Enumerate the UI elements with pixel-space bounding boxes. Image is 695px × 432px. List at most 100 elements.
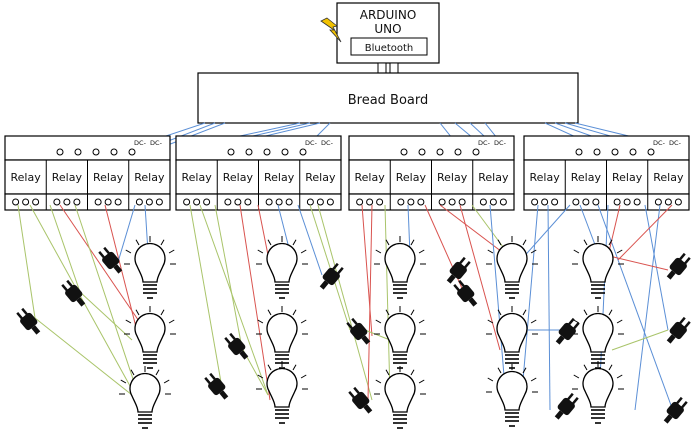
plug-prong [331,262,339,271]
load-wire [489,204,506,389]
terminal-circle [245,148,253,156]
plug-cord [468,297,478,307]
relay-terminal [155,198,163,206]
plug-prong [224,337,232,345]
plug-prong [675,396,683,405]
bulb-ray [385,369,390,376]
terminal-circle [299,148,307,156]
load-wire [617,204,673,261]
relay-terminal [73,198,81,206]
relay-terminal [32,198,40,206]
plug-prong [204,377,212,385]
plug-prong [453,284,461,292]
relay-terminal [407,198,415,206]
relay-terminal [592,198,600,206]
bulb-glass [582,242,614,283]
load-wire [521,204,539,393]
bulb-ray [300,319,307,324]
terminal-circle [472,148,480,156]
plug-prong [16,312,24,320]
bulb-ray [608,364,613,371]
power-plug-icon [453,279,478,307]
relay-terminal [275,198,283,206]
load-wire [189,204,223,389]
bulb-ray [160,239,165,246]
light-bulb-icon [256,236,308,299]
relay-terminal [489,198,497,206]
load-wire [49,204,81,293]
terminal-circle [629,148,637,156]
power-plug-icon [98,246,123,274]
relay-terminal [582,198,590,206]
plug-body [558,322,576,341]
plug-prong [572,322,580,330]
bulb-ray [608,239,613,246]
bulb-ray [583,239,588,246]
bread-board-label: Bread Board [348,93,429,108]
relay-label: Relay [305,171,336,184]
relay-terminal [234,198,242,206]
bulb-ray [155,369,160,376]
power-plugs [16,246,691,424]
relay-terminal [285,198,293,206]
load-wire [117,204,136,263]
plug-body [102,251,120,270]
terminal-circle [400,148,408,156]
bulb-ray [487,319,494,324]
plug-prong [463,261,471,269]
load-wire [459,204,501,351]
power-plug-icon [346,317,371,345]
bulb-glass [266,242,298,283]
load-wire [34,317,133,396]
plug-prong [66,279,74,288]
bulb-ray [418,319,425,324]
plug-prong [21,307,29,316]
bulb-ray [135,309,140,316]
bulb-ray [267,309,272,316]
bulb-ray [487,377,494,382]
terminal-circle [575,148,583,156]
arduino-pin [377,62,387,74]
plug-cord [666,334,676,344]
relay-terminal [397,198,405,206]
plug-cord [319,280,329,290]
bulb-ray [616,319,623,324]
relay-label: Relay [653,171,684,184]
bulb-glass [266,312,298,353]
relay-terminal [53,198,61,206]
bulb-ray [160,309,165,316]
terminal-circle [74,148,82,156]
relay-label: Relay [478,171,509,184]
relay-label: Relay [530,171,561,184]
plug-cord [239,350,249,360]
load-wire [604,254,669,271]
bulb-glass [496,370,528,411]
plug-body [669,321,687,340]
relay-terminal [114,198,122,206]
bread-board-box [197,72,579,124]
plug-prong [566,392,574,401]
power-plug-icon [348,386,373,414]
load-wire [17,204,36,319]
bulb-ray [292,364,297,371]
load-wire [239,204,271,401]
relay-terminal [572,198,580,206]
relay-terminal [12,198,20,206]
bulb-ray [530,319,537,324]
relay-terminal [145,198,153,206]
relay-module-header [523,135,690,161]
load-wire [634,204,661,411]
dc-minus-label: DC- [134,139,147,147]
arduino-title-line2: UNO [374,22,401,36]
bulb-glass [582,312,614,353]
plug-cord [76,297,86,307]
power-plug-icon [663,396,688,424]
plug-prong [229,332,237,341]
plug-body [350,322,368,341]
bulb-ray [522,239,527,246]
bulb-ray [163,379,170,384]
relay-terminal [94,198,102,206]
power-plug-icon [319,262,344,290]
